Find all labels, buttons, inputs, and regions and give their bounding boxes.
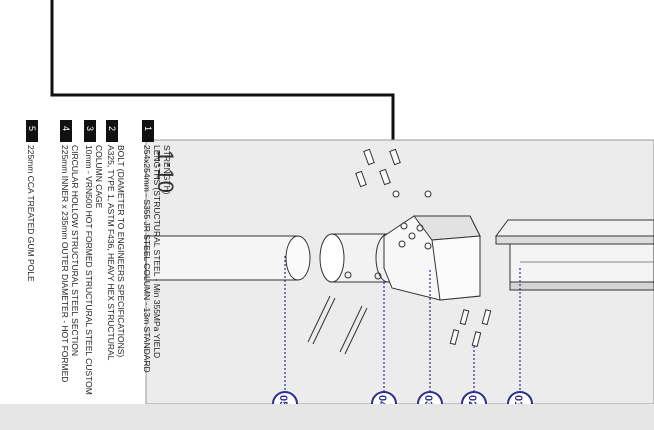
note-number: 2 (107, 126, 117, 131)
column-cage (383, 215, 481, 301)
note-text: A325, TYPE 1, ASTM F436, HEAVY HEX STRUC… (106, 145, 126, 361)
bolt-cluster-bottom (449, 309, 492, 348)
note-number: 4 (61, 126, 71, 131)
note-text: 225mm INNER x 235mm OUTER DIAMETER - HOT… (60, 145, 80, 382)
leader-line (50, 0, 395, 140)
note-text: 254x254mm - S355 JR STEEL COLUMN - 13m S… (142, 145, 172, 373)
steel-h-column (495, 219, 654, 291)
note-number: 1 (143, 126, 153, 131)
note-4: 4 225mm INNER x 235mm OUTER DIAMETER - HO… (60, 120, 80, 382)
note-number-tab (84, 120, 96, 142)
bottom-bar (0, 404, 654, 430)
note-3: 3 10mm - VRN500 HOT FORMED STRUCTURAL STE… (84, 120, 104, 395)
note-number-tab (60, 120, 72, 142)
callout-leaders (284, 256, 521, 392)
notes-block: 1 254x254mm - S355 JR STEEL COLUMN - 13m … (26, 120, 172, 395)
note-number-tab (142, 120, 154, 142)
note-text: 10mm - VRN500 HOT FORMED STRUCTURAL STEE… (84, 145, 104, 395)
long-bolts (307, 295, 368, 355)
scale-label: 1:10 (153, 150, 178, 193)
note-number-tab (26, 120, 38, 142)
note-number-tab (106, 120, 118, 142)
note-number: 5 (27, 126, 37, 131)
bolt-cluster-top (355, 148, 432, 198)
note-1: 1 254x254mm - S355 JR STEEL COLUMN - 13m … (142, 120, 172, 373)
note-5: 5 225mm CCA TREATED GUM POLE (26, 120, 38, 282)
gum-pole (145, 235, 311, 281)
note-text: 225mm CCA TREATED GUM POLE (26, 145, 36, 282)
note-number: 3 (85, 126, 95, 131)
